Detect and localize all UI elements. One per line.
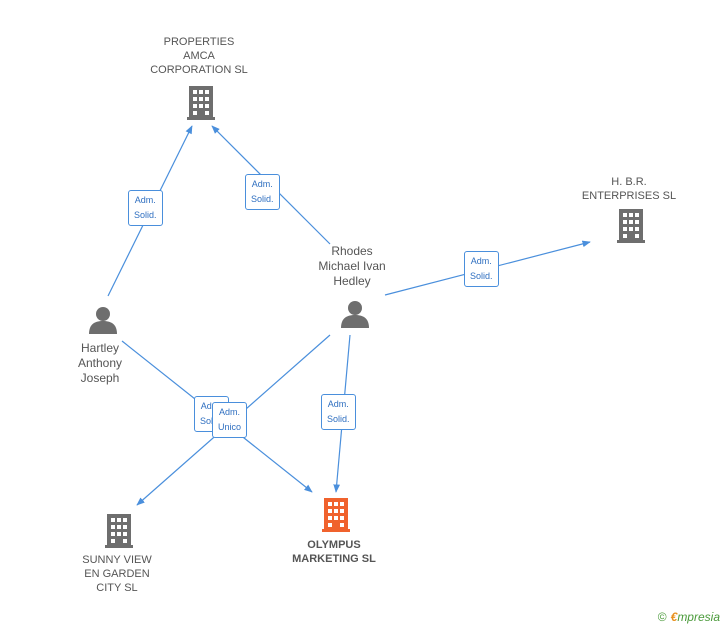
hartley-person-icon[interactable]: [89, 307, 117, 334]
brand-watermark: ©€mpresia: [658, 610, 720, 624]
edge-label-rhodes-olympus[interactable]: Adm. Solid.: [321, 394, 356, 430]
node-label-olympus[interactable]: OLYMPUS MARKETING SL: [292, 539, 376, 565]
node-label-sunny-view[interactable]: SUNNY VIEW EN GARDEN CITY SL: [82, 554, 152, 594]
copyright-symbol: ©: [657, 610, 667, 624]
edge-label-rhodes-amca[interactable]: Adm. Solid.: [245, 174, 280, 210]
node-label-properties-amca[interactable]: PROPERTIES AMCA CORPORATION SL: [150, 36, 248, 76]
node-label-hbr[interactable]: H. B.R. ENTERPRISES SL: [581, 176, 677, 202]
node-label-hartley[interactable]: Hartley Anthony Joseph: [77, 341, 123, 385]
edge-label-rhodes-hbr[interactable]: Adm. Solid.: [464, 251, 499, 287]
brand-initial: €: [670, 610, 678, 624]
properties-amca-building-icon[interactable]: [187, 86, 215, 120]
rhodes-person-icon[interactable]: [341, 301, 369, 328]
olympus-building-icon[interactable]: [322, 498, 350, 532]
edge-label-hartley-amca[interactable]: Adm. Solid.: [128, 190, 163, 226]
brand-name: mpresia: [677, 610, 720, 624]
hbr-building-icon[interactable]: [617, 209, 645, 243]
edge-label-rhodes-sunny[interactable]: Adm. Unico: [212, 402, 248, 438]
node-label-rhodes[interactable]: Rhodes Michael Ivan Hedley: [318, 244, 386, 288]
sunny-view-building-icon[interactable]: [105, 514, 133, 548]
